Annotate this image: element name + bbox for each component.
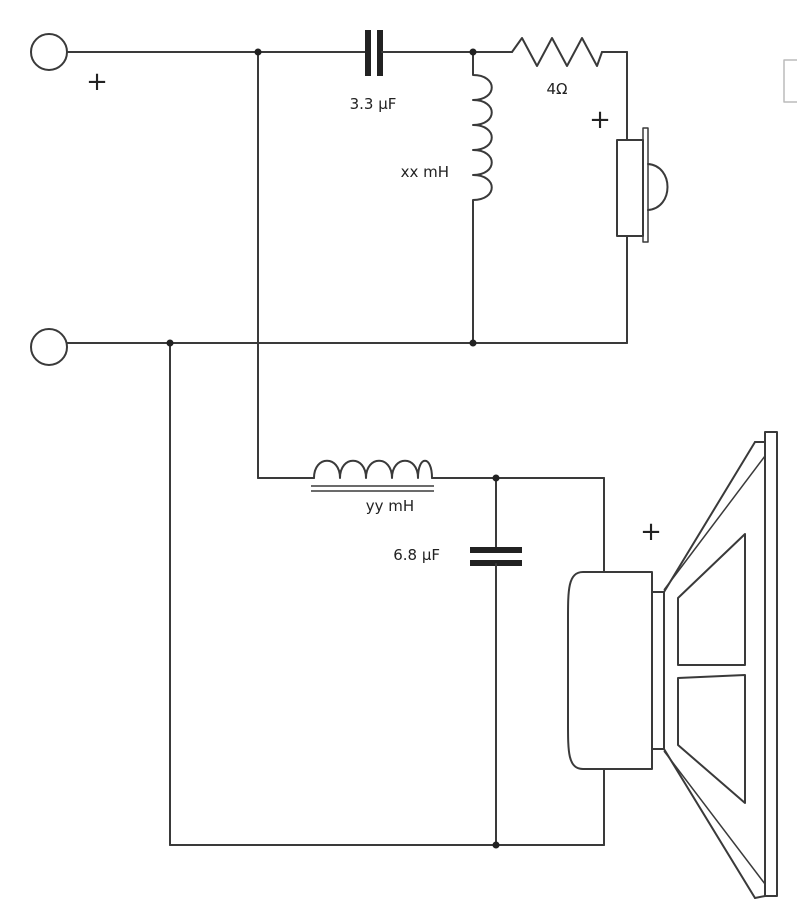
input-plus-sign: + — [86, 67, 108, 97]
junction-dot — [166, 339, 174, 347]
tweeter-capacitor-label: 3.3 µF — [350, 95, 397, 113]
woofer-capacitor — [470, 547, 522, 566]
tweeter-inductor-label: xx mH — [401, 163, 449, 181]
woofer-inductor-core — [311, 485, 434, 492]
junction-dot — [469, 339, 477, 347]
wire-negative-rail — [66, 342, 628, 846]
junction-dots — [166, 48, 500, 849]
woofer-inductor — [313, 459, 433, 479]
tweeter-resistor-label: 4Ω — [546, 80, 567, 98]
woofer-capacitor-label: 6.8 µF — [393, 546, 440, 564]
input-terminal-positive[interactable] — [30, 33, 68, 71]
woofer-plus-sign: + — [640, 517, 662, 547]
tweeter-icon — [616, 127, 669, 243]
woofer-inductor-label: yy mH — [366, 497, 414, 515]
tweeter-inductor — [472, 51, 493, 344]
woofer-icon — [567, 431, 778, 899]
junction-dot — [492, 474, 500, 482]
input-terminal-negative[interactable] — [30, 328, 68, 366]
wire-positive-rail — [66, 51, 367, 479]
junction-dot — [254, 48, 262, 56]
edge-bracket — [783, 59, 797, 103]
tweeter-resistor — [511, 37, 603, 67]
tweeter-plus-sign: + — [589, 105, 611, 135]
junction-dot — [492, 841, 500, 849]
junction-dot — [469, 48, 477, 56]
tweeter-capacitor — [365, 30, 383, 76]
